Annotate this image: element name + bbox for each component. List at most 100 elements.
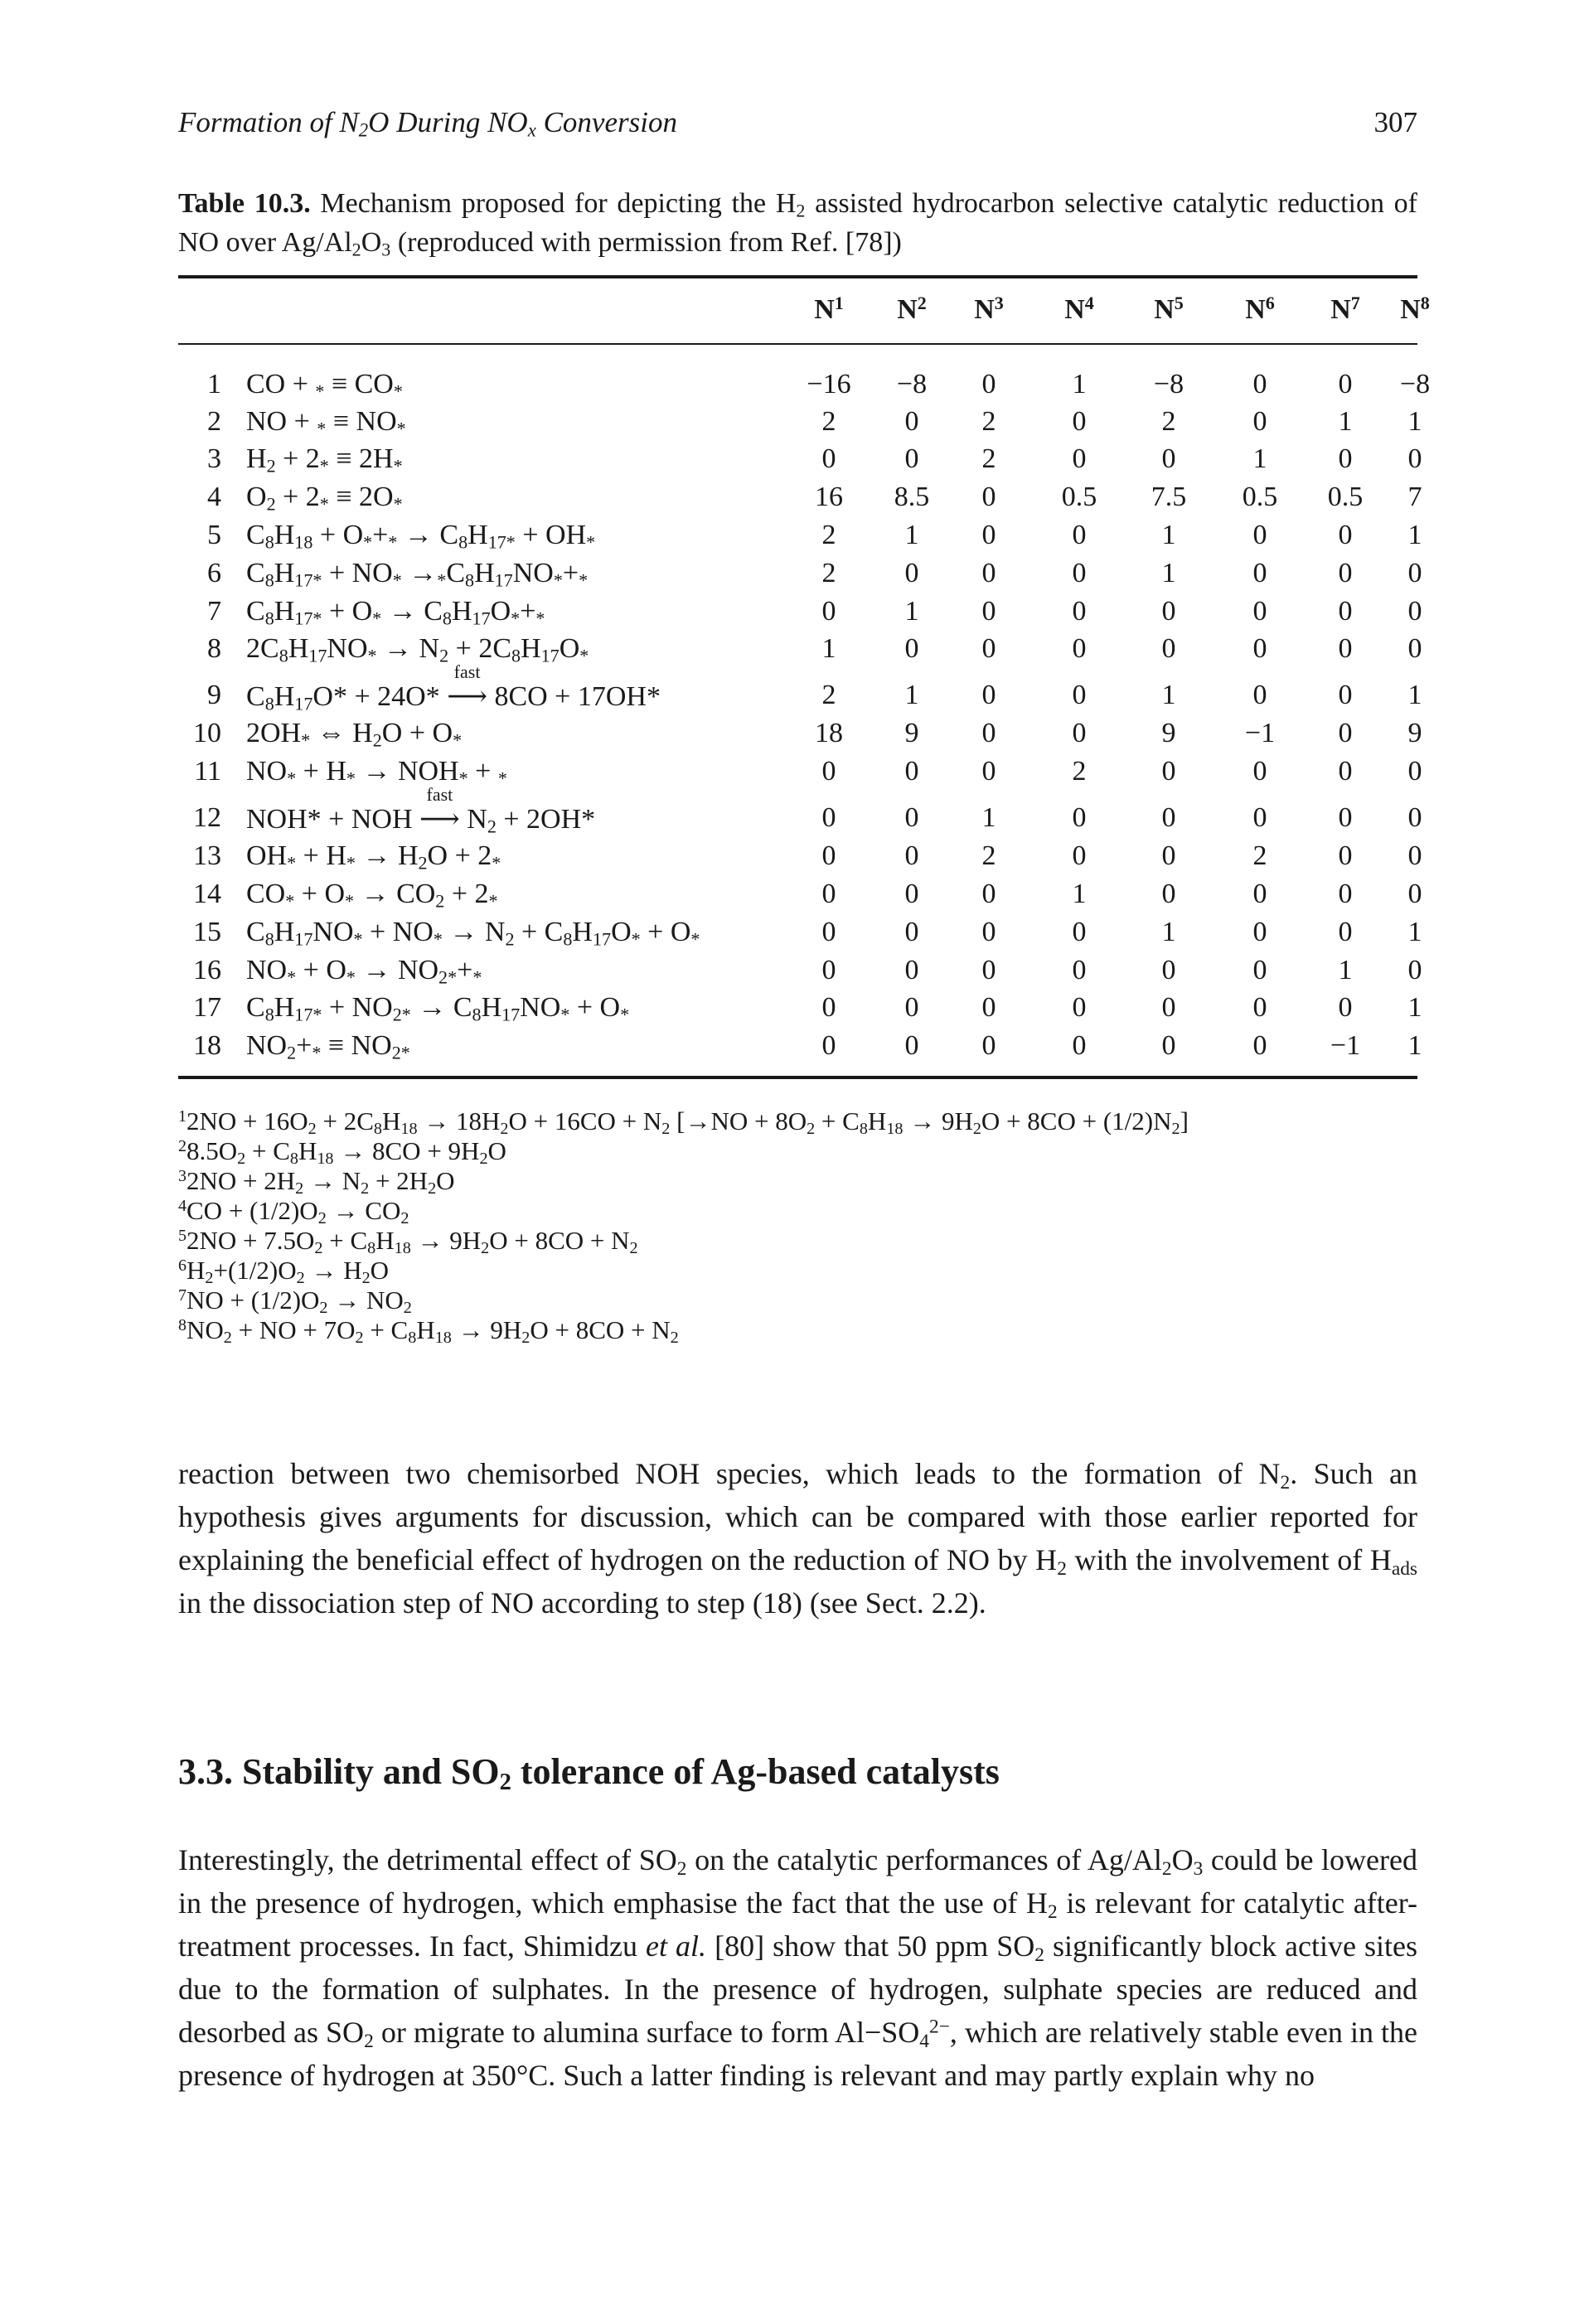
table-cell: 0 (1072, 1030, 1087, 1061)
table-cell: 0 (1407, 558, 1422, 588)
step-number: 2 (207, 406, 221, 437)
table-cell: 0 (1252, 879, 1267, 909)
table-cell: 0 (821, 443, 836, 474)
table-cell: 0 (1072, 558, 1087, 588)
table-footnote: 12NO + 16O2 + 2C8H18 → 18H2O + 16CO + N2… (178, 1106, 1189, 1139)
table-cell: 0 (1252, 756, 1267, 787)
reaction-step: C8H17* + O* → C8H17O*+* (246, 596, 545, 629)
table-cell: 0 (821, 879, 836, 909)
table-cell: 0 (1338, 802, 1353, 833)
reaction-step: C8H17* + NO* →*C8H17NO*+* (246, 558, 589, 591)
table-cell: 0 (1407, 840, 1422, 871)
table-cell: −8 (1153, 369, 1184, 399)
table-cell: 1 (1072, 879, 1087, 909)
table-cell: 2 (821, 520, 836, 550)
table-cell: 0 (981, 1030, 996, 1061)
step-number: 4 (207, 482, 221, 512)
table-cell: −16 (807, 369, 851, 399)
reaction-step: C8H17O* + 24O* fast⟶ 8CO + 17OH* (246, 661, 661, 714)
table-cell: 0 (1072, 443, 1087, 474)
table-cell: 0 (981, 756, 996, 787)
section-heading: 3.3. Stability and SO2 tolerance of Ag-b… (178, 1751, 1000, 1796)
table-cell: 0 (1161, 879, 1176, 909)
step-number: 8 (207, 633, 221, 664)
table-cell: 0 (821, 955, 836, 985)
table-cell: 0 (1338, 992, 1353, 1023)
table-cell: 0 (1252, 633, 1267, 664)
running-title: Formation of N2O During NOx Conversion (178, 106, 677, 141)
table-cell: 0 (1407, 756, 1422, 787)
table-cell: 0 (981, 520, 996, 550)
table-cell: 0 (1407, 633, 1422, 664)
reaction-step: C8H17* + NO2* → C8H17NO* + O* (246, 992, 630, 1025)
table-cell: 0 (981, 718, 996, 748)
table-footnote: 28.5O2 + C8H18 → 8CO + 9H2O (178, 1136, 506, 1169)
table-cell: 0 (981, 879, 996, 909)
table-cell: 0 (1072, 802, 1087, 833)
table-cell: 0.5 (1061, 482, 1097, 512)
table-footnote: 52NO + 7.5O2 + C8H18 → 9H2O + 8CO + N2 (178, 1226, 638, 1258)
table-cell: 7 (1407, 482, 1422, 512)
table-cell: 2 (981, 406, 996, 437)
table-cell: 2 (1072, 756, 1087, 787)
table-cell: 0 (1161, 802, 1176, 833)
table-cell: 0 (981, 955, 996, 985)
step-number: 14 (193, 879, 221, 909)
table-cell: 0 (981, 596, 996, 627)
table-cell: 0 (1161, 756, 1176, 787)
table-cell: 0 (1161, 992, 1176, 1023)
table-cell: 1 (1407, 917, 1422, 947)
step-number: 15 (193, 917, 221, 947)
table-cell: 0 (1252, 596, 1267, 627)
table-cell: 9 (1161, 718, 1176, 748)
table-column-header: N3 (974, 292, 1004, 325)
table-cell: 1 (1407, 992, 1422, 1023)
table-cell: 0 (1338, 596, 1353, 627)
table-cell: 0 (1252, 1030, 1267, 1061)
table-cell: 0 (1161, 596, 1176, 627)
table-cell: 1 (904, 596, 919, 627)
table-footnote: 7NO + (1/2)O2 → NO2 (178, 1285, 412, 1318)
table-cell: 0 (981, 482, 996, 512)
table-cell: 0 (904, 992, 919, 1023)
table-cell: 0 (1252, 802, 1267, 833)
table-cell: 0 (1072, 992, 1087, 1023)
table-column-header: N7 (1330, 292, 1360, 325)
table-cell: 1 (1161, 520, 1176, 550)
table-cell: 0 (904, 840, 919, 871)
table-cell: 1 (904, 520, 919, 550)
table-cell: 0 (981, 558, 996, 588)
table-column-header: N5 (1154, 292, 1184, 325)
reaction-step: CO + * ≡ CO* (246, 369, 403, 402)
table-cell: 0 (1072, 406, 1087, 437)
table-cell: 0 (1338, 718, 1353, 748)
body-paragraph-2: Interestingly, the detrimental effect of… (178, 1843, 1418, 2092)
table-cell: 0 (981, 992, 996, 1023)
table-cell: 0 (1072, 680, 1087, 710)
table-caption: Table 10.3. Mechanism proposed for depic… (178, 184, 1417, 262)
table-cell: 1 (1252, 443, 1267, 474)
step-number: 9 (207, 680, 221, 710)
table-footnote: 4CO + (1/2)O2 → CO2 (178, 1196, 409, 1228)
table-cell: 1 (821, 633, 836, 664)
table-cell: 2 (1161, 406, 1176, 437)
table-column-header: N1 (814, 292, 844, 325)
table-cell: 1 (1407, 406, 1422, 437)
step-number: 18 (193, 1030, 221, 1061)
reaction-step: O2 + 2* ≡ 2O* (246, 482, 403, 515)
reaction-step: NO* + H* → NOH* + * (246, 756, 507, 789)
reaction-step: H2 + 2* ≡ 2H* (246, 443, 403, 477)
table-cell: 0 (1252, 369, 1267, 399)
table-cell: 0 (1338, 633, 1353, 664)
table-cell: 0 (1072, 917, 1087, 947)
table-bottom-rule (178, 1076, 1417, 1079)
step-number: 7 (207, 596, 221, 627)
table-cell: 0 (981, 369, 996, 399)
table-caption-label: Table 10.3. (178, 188, 311, 219)
table-footnote: 8NO2 + NO + 7O2 + C8H18 → 9H2O + 8CO + N… (178, 1315, 679, 1348)
table-footnote: 32NO + 2H2 → N2 + 2H2O (178, 1166, 455, 1198)
table-cell: 1 (1338, 955, 1353, 985)
